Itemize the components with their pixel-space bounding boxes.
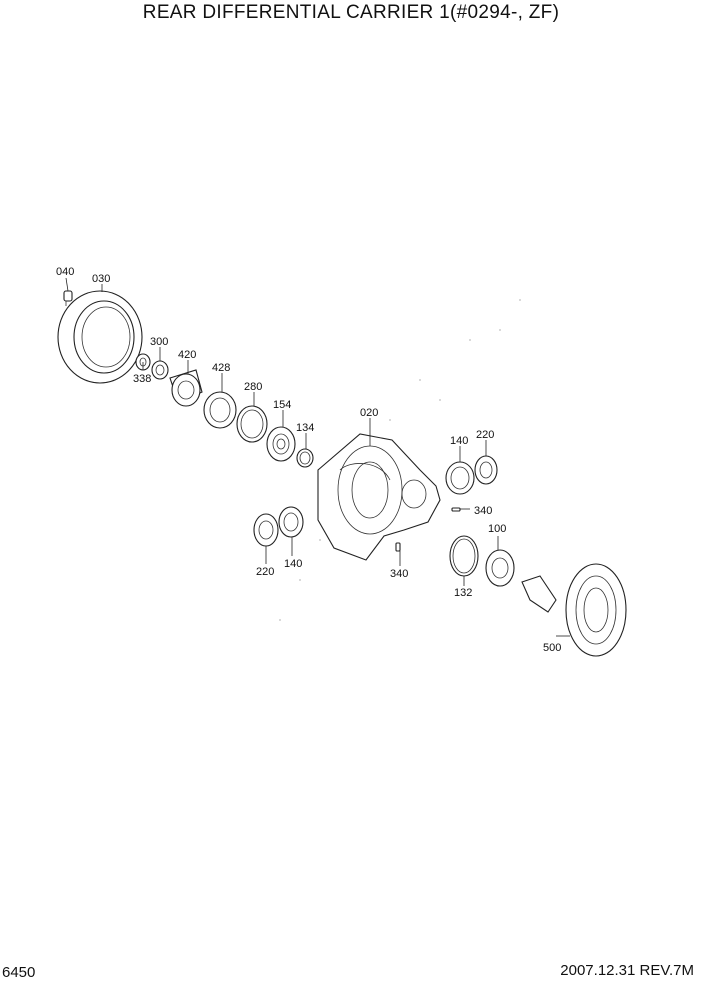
label-280: 280: [244, 381, 262, 393]
part-500-gear-set[interactable]: [521, 563, 627, 657]
part-220-nut-lower[interactable]: [253, 513, 279, 547]
part-154-bearing[interactable]: [266, 426, 296, 462]
label-100: 100: [488, 523, 506, 535]
part-428-seal[interactable]: [203, 391, 237, 429]
label-030: 030: [92, 273, 110, 285]
part-labels: 040 030 300 420 338 428 280 154 134 020 …: [56, 266, 561, 654]
label-500: 500: [543, 642, 561, 654]
part-340-pin-upper[interactable]: [451, 507, 461, 512]
label-340-lower: 340: [390, 568, 408, 580]
label-340-upper: 340: [474, 505, 492, 517]
part-020-carrier-housing[interactable]: [317, 433, 441, 561]
watermark: [279, 299, 521, 621]
label-300: 300: [150, 336, 168, 348]
leader-lines: [65, 277, 570, 637]
part-300-washer[interactable]: [151, 360, 169, 380]
label-428: 428: [212, 362, 230, 374]
part-220-nut-upper[interactable]: [474, 455, 498, 485]
label-140-lower: 140: [284, 558, 302, 570]
label-338: 338: [133, 373, 151, 385]
label-020: 020: [360, 407, 378, 419]
label-140-upper: 140: [450, 435, 468, 447]
label-154: 154: [273, 399, 291, 411]
label-134: 134: [296, 422, 314, 434]
part-030-cover[interactable]: [57, 290, 143, 384]
label-220-upper: 220: [476, 429, 494, 441]
label-132: 132: [454, 587, 472, 599]
part-134-snap-ring[interactable]: [296, 448, 314, 468]
label-220-lower: 220: [256, 566, 274, 578]
part-340-pin-lower[interactable]: [395, 542, 401, 552]
page-title: REAR DIFFERENTIAL CARRIER 1(#0294-, ZF): [142, 2, 560, 23]
part-100-bearing[interactable]: [485, 549, 515, 587]
label-040: 040: [56, 266, 74, 278]
part-280-ring[interactable]: [236, 405, 268, 443]
page-number: 6450: [2, 964, 36, 981]
part-140-bearing-upper[interactable]: [445, 461, 475, 495]
label-420: 420: [178, 349, 196, 361]
revision-date: 2007.12.31 REV.7M: [560, 962, 694, 979]
part-132-ring[interactable]: [449, 535, 479, 577]
part-420-flange[interactable]: [169, 369, 203, 407]
part-140-bearing-lower[interactable]: [278, 506, 304, 538]
